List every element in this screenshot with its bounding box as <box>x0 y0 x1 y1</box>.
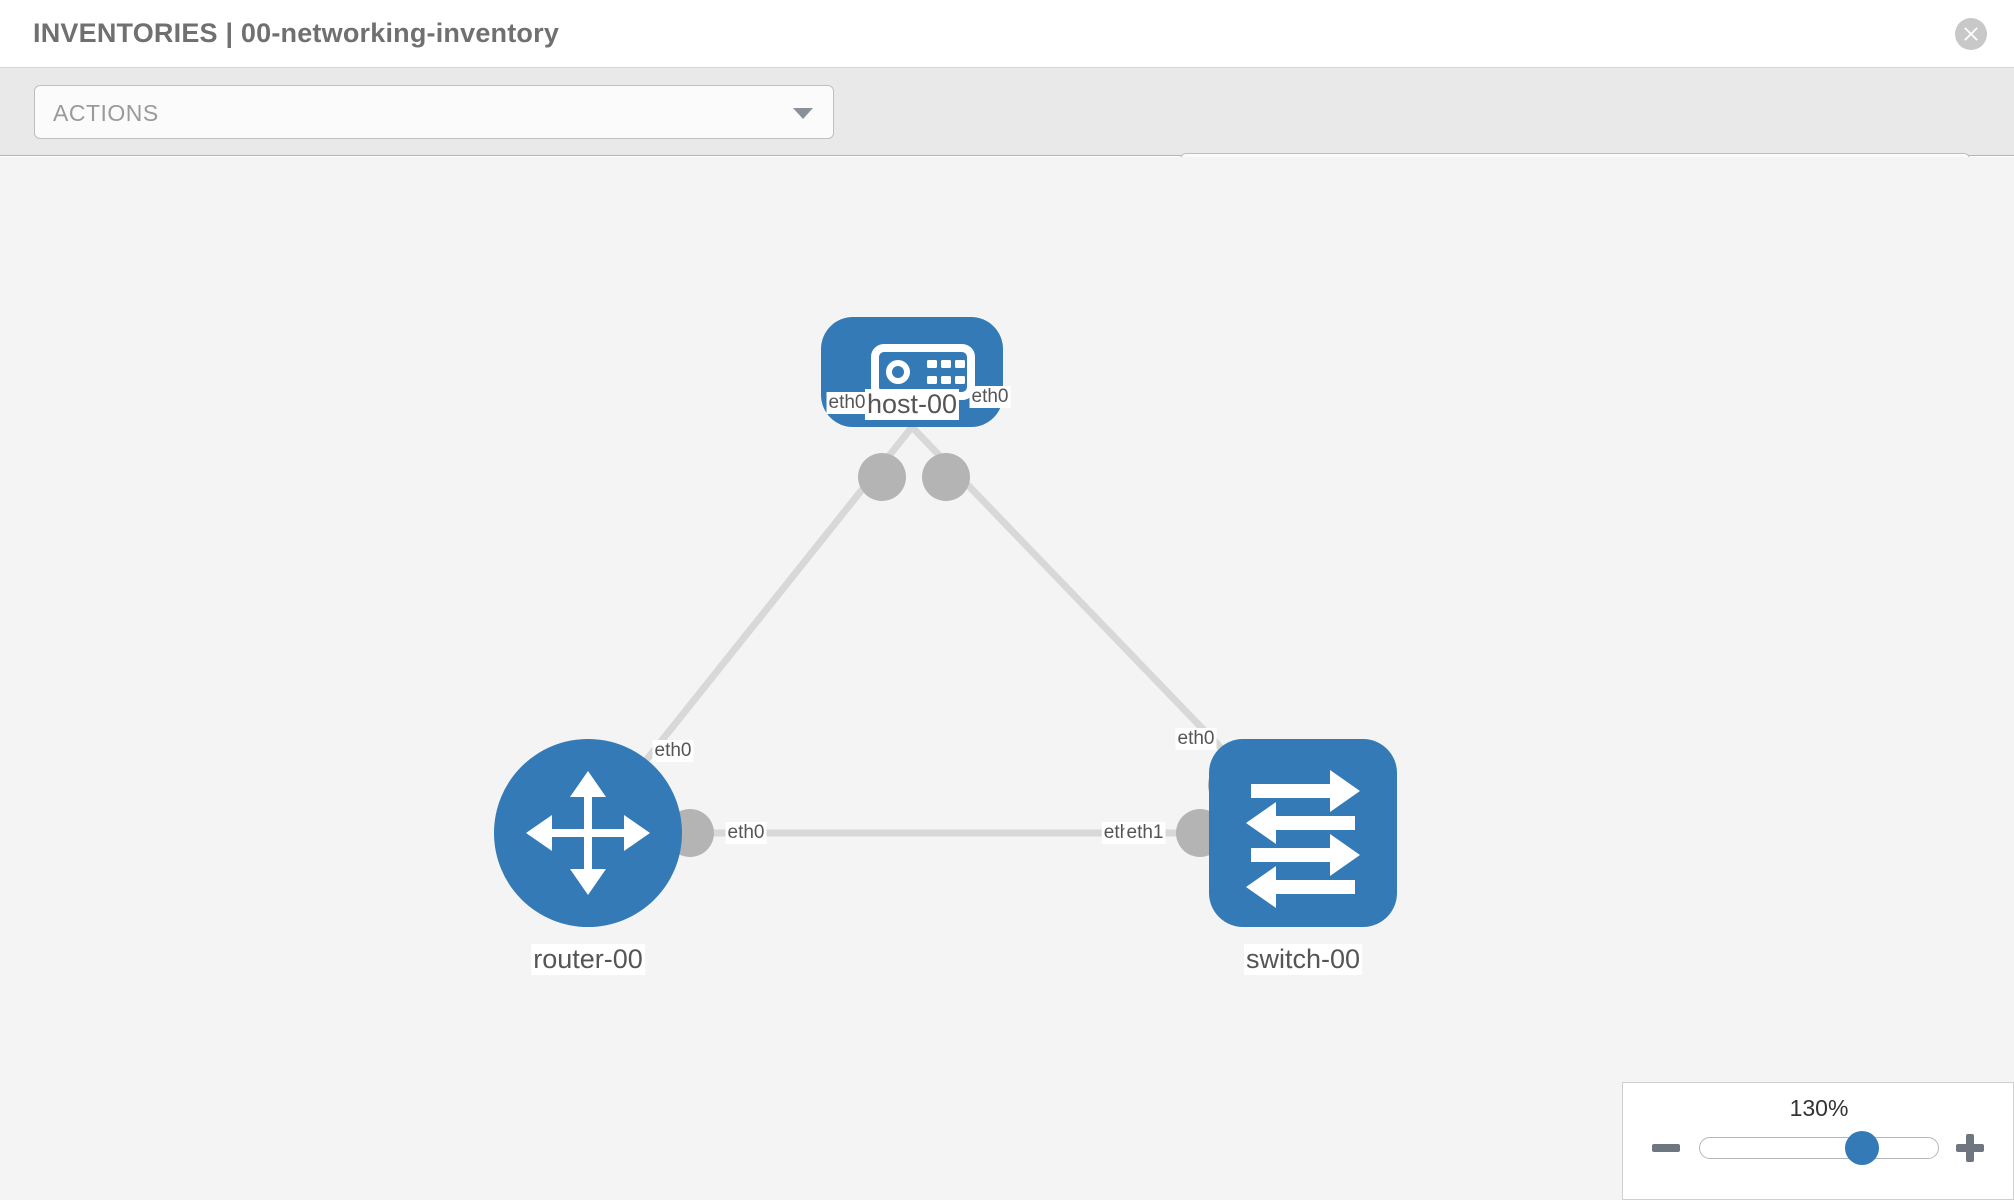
node-switch-00 <box>1209 739 1397 927</box>
iface-label-router-to-host: eth0 <box>652 740 694 762</box>
node-label-switch-00: switch-00 <box>1243 944 1363 975</box>
actions-dropdown[interactable]: ACTIONS <box>34 85 834 139</box>
iface-label-host-to-router: eth0 <box>826 392 868 414</box>
toolbar: ACTIONS SEARCH <box>0 68 2014 207</box>
actions-dropdown-label: ACTIONS <box>53 100 159 126</box>
iface-label-router-to-switch: eth0 <box>725 822 767 844</box>
page-header: INVENTORIES | 00-networking-inventory <box>0 0 2014 68</box>
zoom-level-value: 130% <box>1789 1095 1849 1121</box>
plus-icon[interactable] <box>1953 1131 1987 1165</box>
chevron-down-icon <box>793 108 813 119</box>
link-endpoint-layer <box>666 453 1256 857</box>
node-router-00 <box>494 739 682 927</box>
endpoint-host-right <box>922 453 970 501</box>
node-label-host-00: host-00 <box>864 389 960 420</box>
router-icon <box>526 771 650 895</box>
iface-label-host-to-switch: eth0 <box>969 386 1011 408</box>
iface-label-switch-to-host: eth0 <box>1175 728 1217 750</box>
switch-icon <box>1246 770 1360 908</box>
zoom-slider-track[interactable] <box>1699 1137 1939 1159</box>
close-icon[interactable] <box>1955 18 1987 50</box>
topology-canvas[interactable]: host-00 router-00 switch-00 eth0 eth0 et… <box>0 157 2014 1200</box>
zoom-control-panel: 130% <box>1622 1082 2014 1200</box>
node-label-router-00: router-00 <box>531 944 645 975</box>
endpoint-host-left <box>858 453 906 501</box>
minus-icon[interactable] <box>1649 1131 1683 1165</box>
iface-label-switch-to-router: eth1 <box>1124 822 1166 844</box>
page-title: INVENTORIES | 00-networking-inventory <box>33 18 560 48</box>
topology-graph <box>494 317 1397 927</box>
zoom-slider-thumb[interactable] <box>1845 1131 1879 1165</box>
